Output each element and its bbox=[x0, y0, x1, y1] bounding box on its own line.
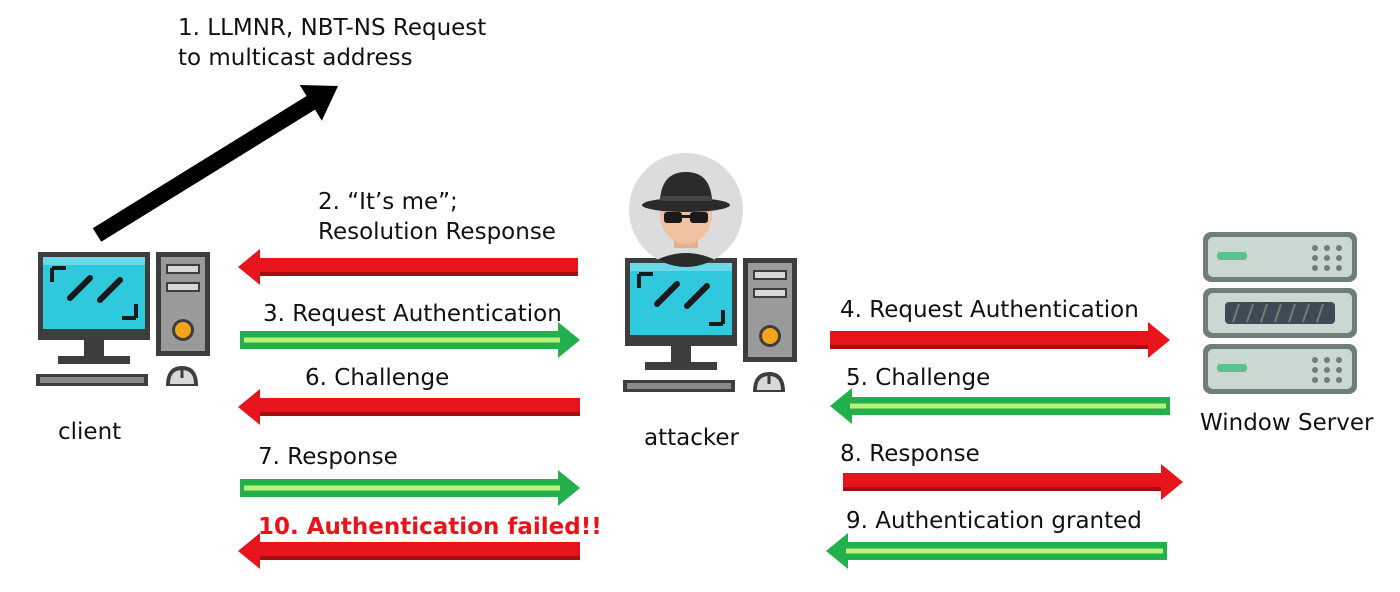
arrow-s4 bbox=[830, 322, 1170, 358]
step-6-label: 6. Challenge bbox=[305, 365, 450, 391]
client-computer-icon bbox=[36, 252, 210, 386]
step-9-label: 9. Authentication granted bbox=[846, 508, 1142, 534]
spy-hat-glasses-icon bbox=[629, 153, 743, 267]
step-2-label-line2: Resolution Response bbox=[318, 219, 556, 245]
arrow-s1 bbox=[92, 84, 339, 242]
step-2-label-line1: 2. “It’s me”; bbox=[318, 189, 458, 215]
step-1-label-line1: 1. LLMNR, NBT-NS Request bbox=[178, 15, 487, 41]
server-rack-icon bbox=[1203, 232, 1357, 394]
attacker-computer-icon bbox=[623, 258, 797, 392]
client-label: client bbox=[58, 419, 122, 445]
step-8-label: 8. Response bbox=[840, 441, 980, 467]
server-label: Window Server bbox=[1200, 410, 1374, 436]
step-3-label: 3. Request Authentication bbox=[263, 301, 562, 327]
arrow-s8 bbox=[843, 464, 1183, 500]
arrow-s6 bbox=[238, 389, 580, 425]
step-10-label: 10. Authentication failed!! bbox=[258, 514, 602, 540]
attacker-label: attacker bbox=[644, 425, 739, 451]
arrows-layer bbox=[92, 84, 1183, 569]
arrow-s2 bbox=[238, 249, 578, 285]
step-1-label-line2: to multicast address bbox=[178, 45, 413, 71]
step-5-label: 5. Challenge bbox=[846, 365, 991, 391]
step-7-label: 7. Response bbox=[258, 444, 398, 470]
step-4-label: 4. Request Authentication bbox=[840, 297, 1139, 323]
